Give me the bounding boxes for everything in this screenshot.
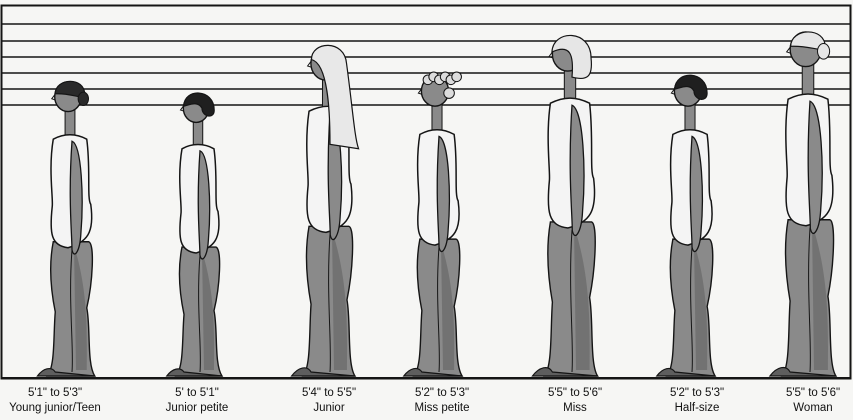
height-range-label: 5' to 5'1" — [138, 386, 256, 401]
caption-junior: 5'4" to 5'5" Junior — [270, 386, 388, 416]
caption-woman: 5'5" to 5'6" Woman — [754, 386, 853, 416]
figure-type-label: Half-size — [638, 401, 756, 416]
figure-junior-petite — [167, 93, 222, 376]
height-range-label: 5'5" to 5'6" — [754, 386, 853, 401]
figure-type-label: Junior petite — [138, 401, 256, 416]
caption-half-size: 5'2" to 5'3" Half-size — [638, 386, 756, 416]
figure-miss — [532, 35, 597, 376]
height-range-label: 5'5" to 5'6" — [516, 386, 634, 401]
caption-young-junior-teen: 5'1" to 5'3" Young junior/Teen — [0, 386, 114, 416]
hair-curl — [452, 72, 462, 82]
hair-curl — [444, 88, 455, 99]
height-range-label: 5'2" to 5'3" — [638, 386, 756, 401]
figure-junior — [292, 45, 359, 376]
hair-bun — [818, 44, 830, 60]
caption-miss: 5'5" to 5'6" Miss — [516, 386, 634, 416]
figure-type-label: Young junior/Teen — [0, 401, 114, 416]
height-range-label: 5'2" to 5'3" — [383, 386, 501, 401]
height-range-label: 5'1" to 5'3" — [0, 386, 114, 401]
height-range-label: 5'4" to 5'5" — [270, 386, 388, 401]
caption-junior-petite: 5' to 5'1" Junior petite — [138, 386, 256, 416]
figure-type-label: Miss — [516, 401, 634, 416]
figure-young-junior-teen — [37, 81, 94, 376]
figure-type-label: Miss petite — [383, 401, 501, 416]
figure-type-label: Junior — [270, 401, 388, 416]
figure-miss-petite — [404, 72, 462, 376]
figure-woman — [770, 32, 836, 376]
figure-type-label: Woman — [754, 401, 853, 416]
hair-bun — [78, 92, 88, 105]
figure-half-size — [657, 75, 715, 376]
caption-miss-petite: 5'2" to 5'3" Miss petite — [383, 386, 501, 416]
